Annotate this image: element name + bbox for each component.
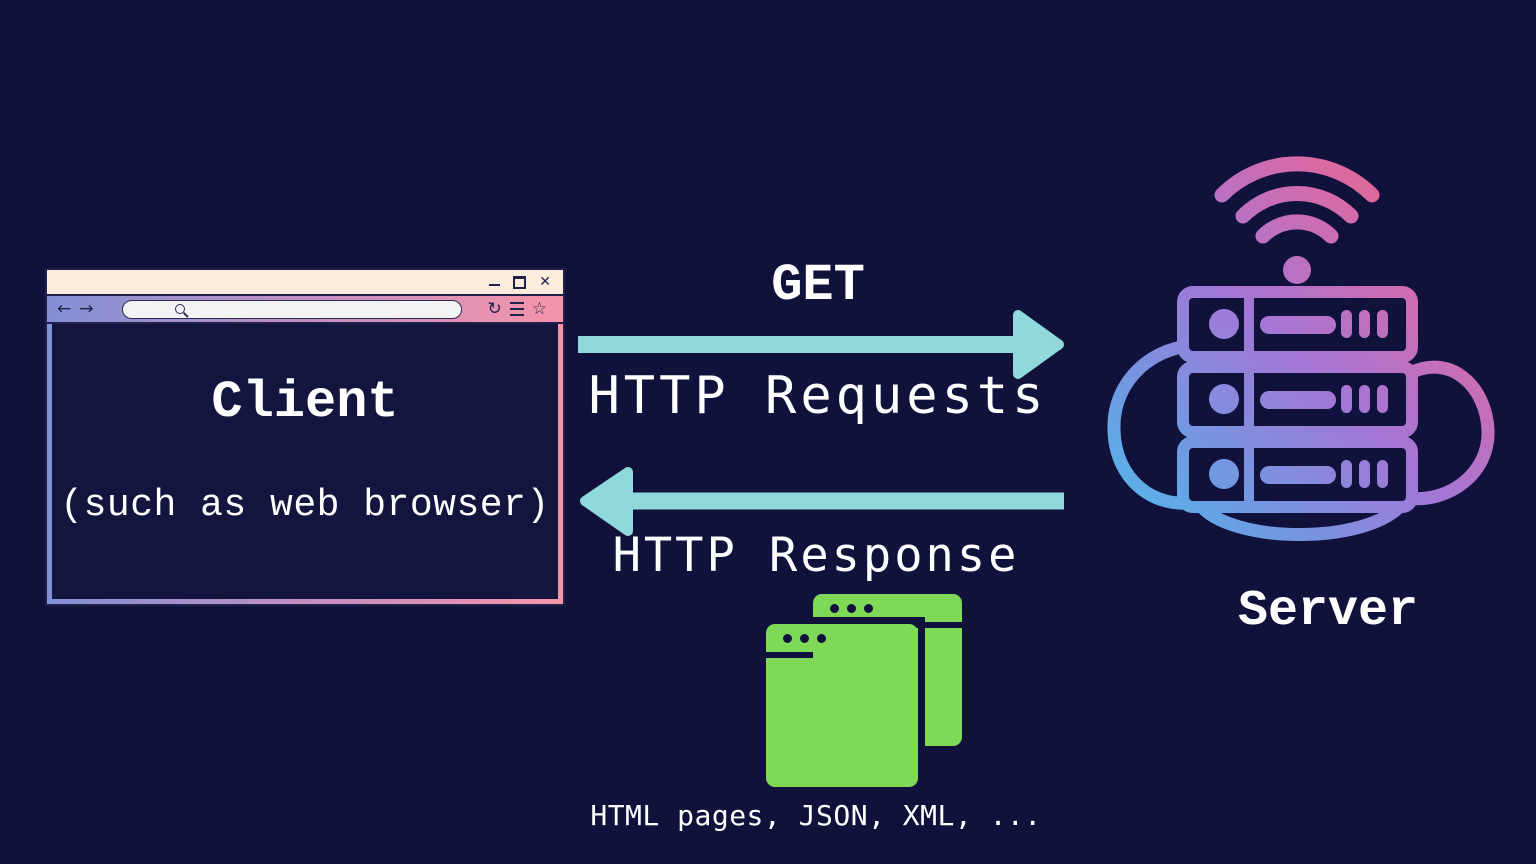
minimize-icon bbox=[489, 284, 501, 286]
client-window-viewport bbox=[52, 324, 558, 599]
payload-formats-label: HTML pages, JSON, XML, ... bbox=[590, 799, 1042, 832]
refresh-icon: ↻ bbox=[487, 298, 502, 319]
forward-icon: → bbox=[79, 298, 94, 319]
server-rack bbox=[1177, 361, 1418, 438]
search-icon bbox=[174, 304, 185, 314]
window-dot-icon bbox=[783, 633, 792, 643]
payload-window-titlebar bbox=[766, 624, 918, 652]
server-rack bbox=[1177, 286, 1418, 363]
client-window-toolbar: ← → ↻ ☆ bbox=[47, 296, 563, 324]
cloud-icon bbox=[1107, 338, 1495, 541]
payload-window-front-icon bbox=[759, 617, 925, 794]
address-bar bbox=[121, 299, 462, 319]
window-dot-icon bbox=[817, 633, 826, 643]
client-label: Client bbox=[211, 373, 399, 432]
server-label: Server bbox=[1237, 583, 1419, 640]
client-browser-window: ✕ ← → ↻ ☆ bbox=[45, 268, 565, 606]
server-rack bbox=[1177, 436, 1418, 513]
server-racks bbox=[1177, 286, 1418, 513]
http-requests-label: HTTP Requests bbox=[588, 366, 1048, 426]
client-window-titlebar: ✕ bbox=[47, 270, 563, 296]
http-response-label: HTTP Response bbox=[612, 528, 1020, 583]
maximize-icon bbox=[513, 275, 527, 289]
window-dot-icon bbox=[864, 603, 873, 613]
window-dot-icon bbox=[847, 603, 856, 613]
wifi-icon bbox=[1214, 156, 1380, 284]
request-method-label: GET bbox=[771, 256, 865, 315]
close-icon: ✕ bbox=[539, 274, 551, 290]
back-icon: ← bbox=[57, 298, 72, 319]
server-icon bbox=[1107, 156, 1495, 541]
menu-icon bbox=[509, 302, 524, 316]
http-request-arrow bbox=[578, 310, 1064, 379]
http-response-arrow bbox=[580, 467, 1064, 536]
window-dot-icon bbox=[830, 603, 839, 613]
star-icon: ☆ bbox=[531, 298, 547, 319]
window-dot-icon bbox=[800, 633, 809, 643]
client-sublabel: (such as web browser) bbox=[60, 484, 550, 527]
